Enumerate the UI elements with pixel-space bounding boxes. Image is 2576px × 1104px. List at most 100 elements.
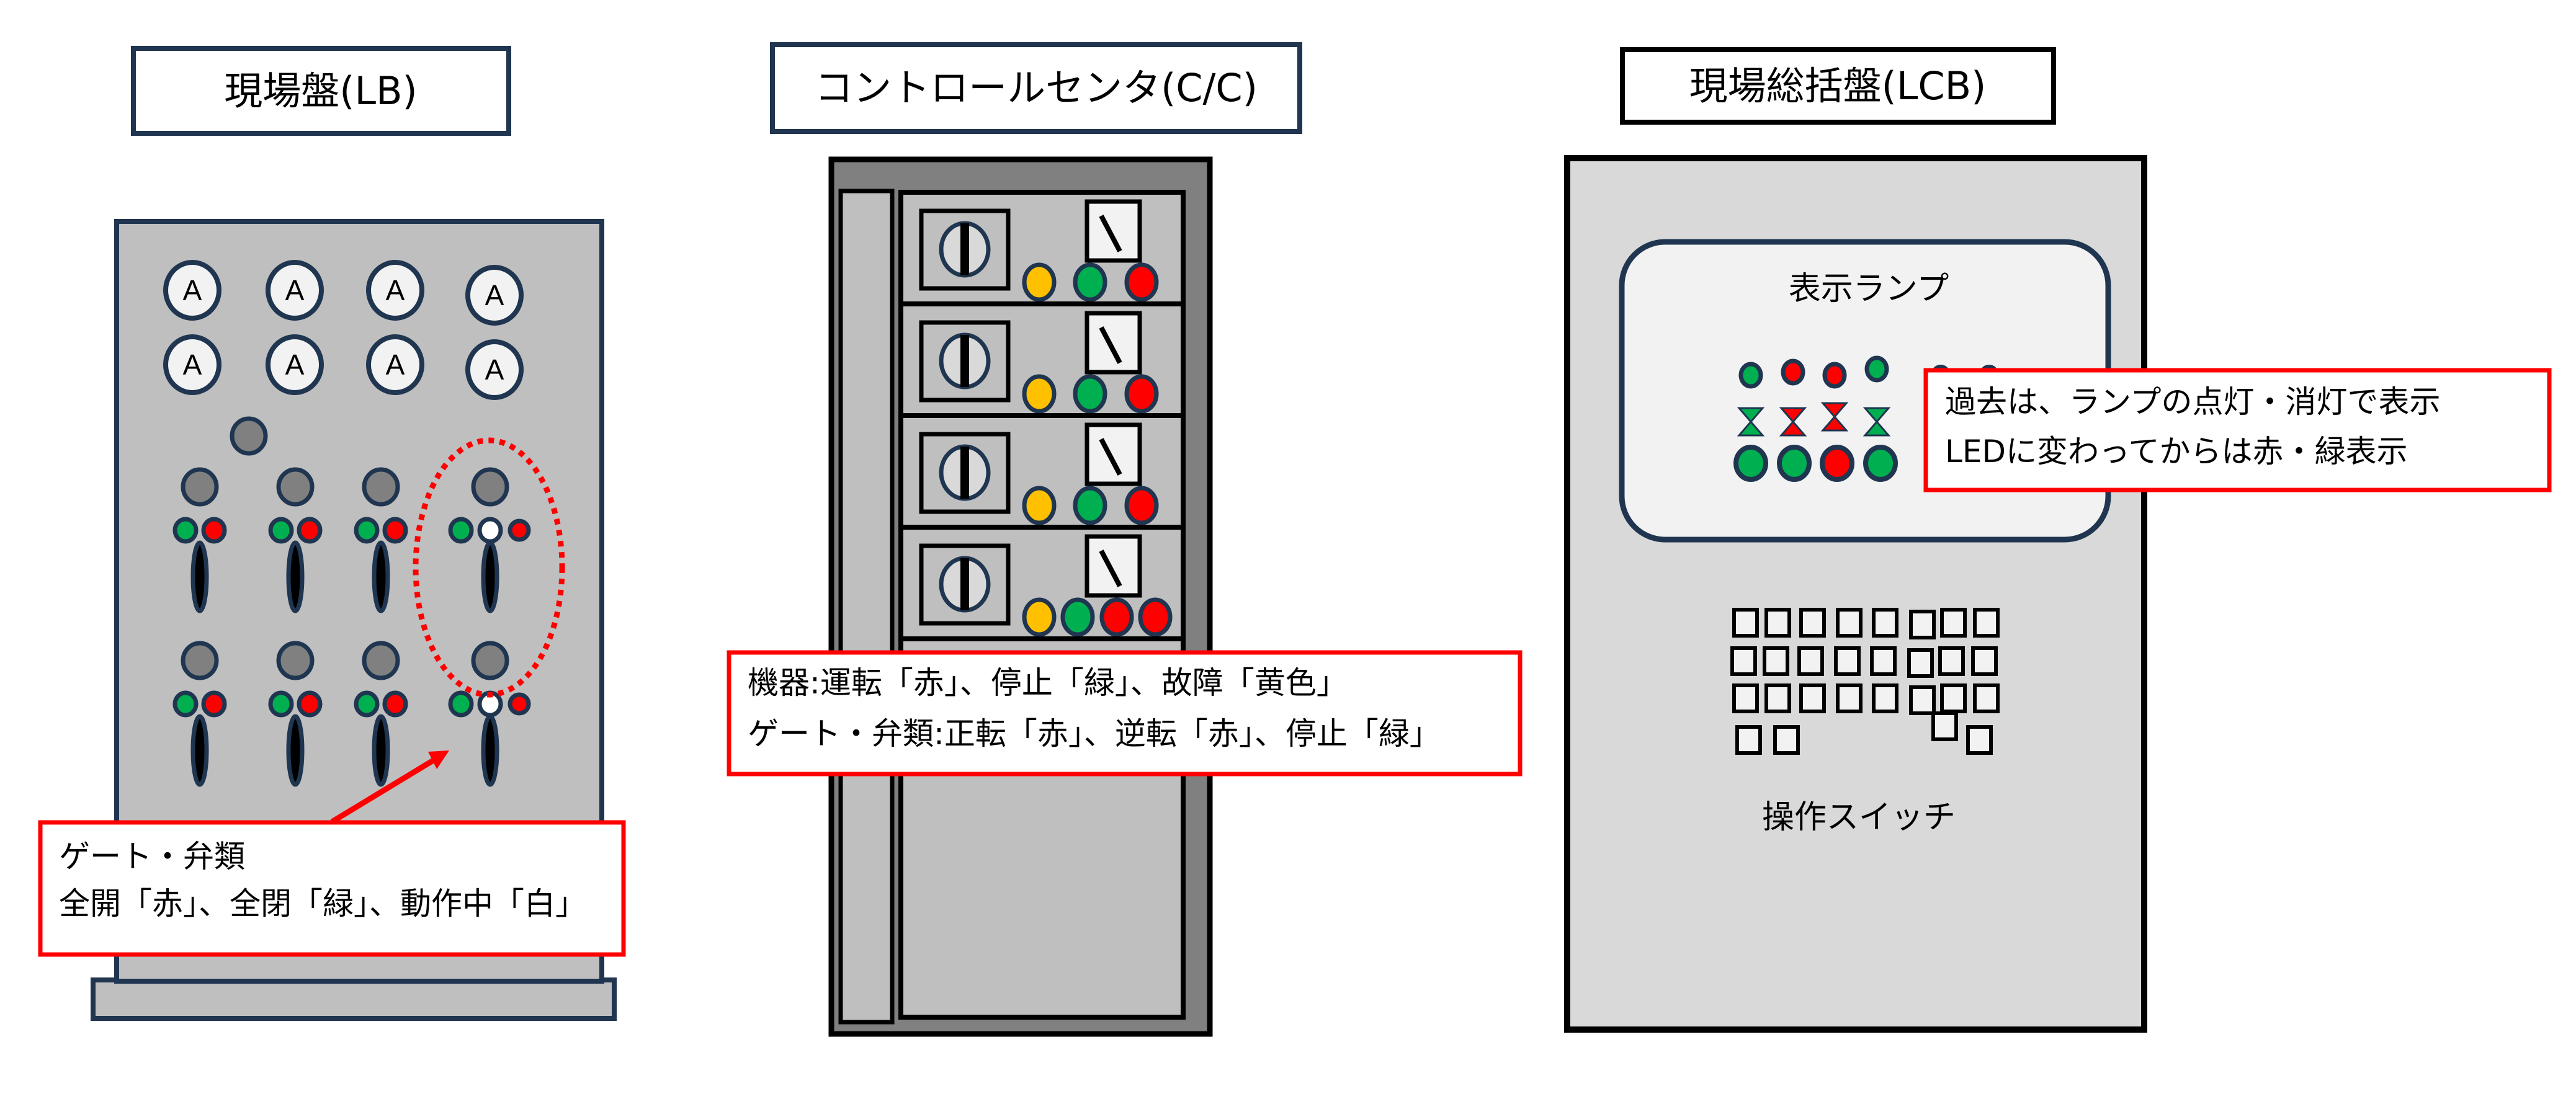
- operation-switch[interactable]: [1732, 608, 1759, 638]
- operation-switch[interactable]: [1773, 725, 1800, 755]
- operation-switch[interactable]: [1971, 646, 1998, 676]
- meter-needle: [1099, 550, 1122, 587]
- rotary-switch-handle[interactable]: [960, 335, 969, 387]
- toggle-switch-handle[interactable]: [481, 540, 499, 613]
- indicator-lamp-red: [1099, 597, 1134, 637]
- indicator-lamp-yellow: [1022, 597, 1057, 637]
- operation-switch[interactable]: [1799, 683, 1826, 713]
- ammeter-label: A: [285, 274, 305, 306]
- lb-title-box: [131, 46, 511, 136]
- operation-switch[interactable]: [1836, 608, 1863, 638]
- ammeter-label: A: [183, 349, 202, 381]
- small-lamp-green: [1864, 355, 1889, 383]
- lcb-indicator-lamps: [1733, 355, 1898, 482]
- small-lamp-red: [1822, 362, 1847, 389]
- operation-switch[interactable]: [1732, 683, 1759, 713]
- hourglass-lamp-red: [1820, 402, 1849, 432]
- pushbutton-icon[interactable]: [471, 641, 509, 680]
- ammeter-icon: [266, 260, 324, 321]
- pushbutton-icon[interactable]: [276, 467, 315, 507]
- ammeter-icon: [465, 265, 524, 326]
- operation-switch[interactable]: [1940, 683, 1967, 713]
- lb-selector-button[interactable]: [230, 416, 268, 456]
- lb-base: [91, 977, 617, 1021]
- indicator-lamp-red: [1138, 597, 1173, 637]
- lb-arrow-head-icon: [428, 750, 449, 769]
- ammeter-label: A: [386, 349, 405, 381]
- operation-switch[interactable]: [1931, 711, 1958, 741]
- lb-callout-line2: 全開「赤」、全閉「緑」、動作中「白」: [59, 886, 586, 922]
- operation-switch[interactable]: [1797, 646, 1824, 676]
- indicator-lamp-red: [297, 690, 323, 718]
- cc-title: コントロールセンタ(C/C): [815, 65, 1258, 110]
- indicator-lamp-green: [172, 517, 199, 544]
- cc-callout-box: [727, 650, 1523, 777]
- operation-switch[interactable]: [1730, 646, 1757, 676]
- toggle-switch-handle[interactable]: [372, 714, 390, 787]
- operation-switch[interactable]: [1872, 683, 1898, 713]
- operation-switch[interactable]: [1834, 646, 1861, 676]
- large-lamp-green: [1777, 445, 1812, 482]
- rotary-switch-handle[interactable]: [960, 447, 969, 499]
- ammeter-icon: [163, 334, 221, 395]
- toggle-switch-handle[interactable]: [481, 714, 499, 787]
- pushbutton-icon[interactable]: [471, 467, 509, 507]
- indicator-lamp-green: [354, 690, 380, 718]
- large-lamp-green: [1863, 445, 1898, 482]
- operation-switch[interactable]: [1973, 608, 2000, 638]
- cc-units: [898, 190, 1186, 1020]
- ammeter-icon: [366, 260, 424, 321]
- lb-control-units: [172, 467, 531, 787]
- lb-callout-box: [38, 820, 626, 957]
- lcb-operation-switches: [1730, 608, 2000, 755]
- operation-switch[interactable]: [1940, 608, 1967, 638]
- lb-callout-arrow: [330, 757, 436, 824]
- indicator-lamp-yellow: [1022, 486, 1057, 525]
- operation-switch[interactable]: [1973, 683, 2000, 713]
- lcb-callout-box: [1923, 368, 2552, 492]
- pushbutton-icon[interactable]: [181, 641, 219, 680]
- indicator-lamp-red: [201, 690, 227, 718]
- toggle-switch-handle[interactable]: [286, 714, 305, 787]
- toggle-switch-handle[interactable]: [286, 540, 305, 613]
- cc-callout-line2: ゲート・弁類:正転「赤」、逆転「赤」、停止「緑」: [748, 716, 1441, 752]
- indicator-lamp-green: [1073, 374, 1107, 414]
- toggle-switch-handle[interactable]: [190, 540, 209, 613]
- rotary-switch-handle[interactable]: [960, 223, 969, 275]
- indicator-lamp-yellow: [1022, 262, 1057, 302]
- operation-switch[interactable]: [1938, 646, 1965, 676]
- small-lamp-green: [1738, 362, 1763, 389]
- operation-switch[interactable]: [1966, 725, 1993, 755]
- ammeter-label: A: [386, 274, 405, 306]
- ammeter-label: A: [285, 349, 305, 381]
- operation-switch[interactable]: [1799, 608, 1826, 638]
- indicator-lamp-green: [448, 690, 474, 718]
- pushbutton-icon[interactable]: [362, 467, 400, 507]
- lcb-section: 現場総括盤(LCB) 表示ランプ 過去は、ランプの点灯・消灯で表示 LEDに変わ…: [1564, 47, 2552, 1033]
- ammeter-icon: [163, 260, 221, 321]
- analog-meter-icon: [1085, 422, 1142, 486]
- toggle-switch-handle[interactable]: [190, 714, 209, 787]
- operation-switch[interactable]: [1763, 646, 1789, 676]
- operation-switch[interactable]: [1909, 610, 1936, 639]
- rotary-switch-handle[interactable]: [960, 558, 969, 610]
- operation-switch[interactable]: [1764, 608, 1791, 638]
- indicator-lamp-green: [448, 517, 474, 544]
- indicator-lamp-green: [1073, 486, 1107, 525]
- operation-switch[interactable]: [1909, 685, 1936, 715]
- toggle-switch-handle[interactable]: [372, 540, 390, 613]
- pushbutton-icon[interactable]: [362, 641, 400, 680]
- operation-switch[interactable]: [1836, 683, 1863, 713]
- pushbutton-icon[interactable]: [181, 467, 219, 507]
- pushbutton-icon[interactable]: [276, 641, 315, 680]
- lcb-callout-line2: LEDに変わってからは赤・緑表示: [1945, 434, 2407, 470]
- indicator-lamp-red: [1124, 374, 1159, 414]
- operation-switch[interactable]: [1870, 646, 1897, 676]
- operation-switch[interactable]: [1764, 683, 1791, 713]
- operation-switch[interactable]: [1872, 608, 1898, 638]
- ammeter-label: A: [485, 279, 504, 311]
- operation-switch[interactable]: [1735, 725, 1762, 755]
- operation-switch[interactable]: [1907, 648, 1934, 678]
